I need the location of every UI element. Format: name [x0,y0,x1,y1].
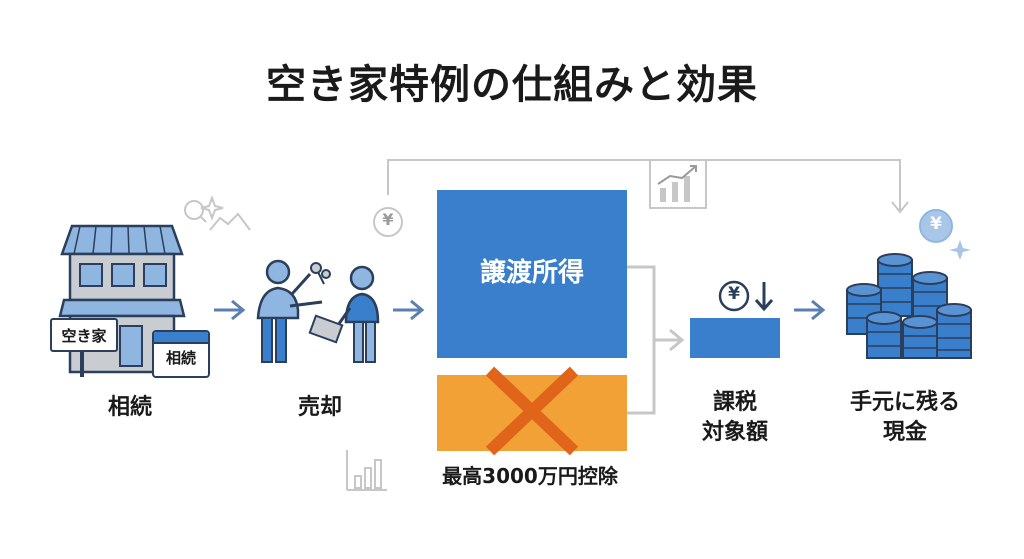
cash-label-line1: 手元に残る [849,390,960,415]
arrow-right-icon [794,299,826,321]
coin-stack-back [877,253,913,317]
calendar-icon: 相続 [152,330,210,378]
vacant-house-sign: 空き家 [50,318,118,352]
calendar-text: 相続 [165,349,196,367]
taxable-label-line1: 課税 [712,390,757,415]
transfer-income-box: 譲渡所得 [437,190,627,358]
growth-chart-icon [649,159,707,209]
yen-decrease-icon [718,280,774,312]
sign-post [80,351,84,377]
arrow-right-icon [393,299,425,321]
taxable-amount-label: 課税 対象額 [690,388,780,448]
key-handover-people-icon [256,259,380,363]
cash-label-line2: 現金 [882,420,927,445]
transfer-income-label: 譲渡所得 [479,257,584,288]
cash-label: 手元に残る 現金 [830,388,980,448]
yen-decrease-symbol: ¥ [728,284,740,304]
deduction-label: 最高3000万円控除 [442,464,618,488]
bar-chart-icon [346,450,387,491]
taxable-label-line2: 対象額 [701,420,768,445]
step-sell-label: 売却 [297,395,342,420]
floating-coin-symbol: ¥ [930,214,942,234]
arrow-right-icon [214,299,246,321]
yen-coin-symbol: ¥ [382,210,394,229]
magnifier-sparkle-icon [184,195,251,231]
yen-coin-icon [373,207,403,237]
taxable-amount-bar [690,318,780,358]
step-inherit-label: 相続 [107,395,152,420]
coin-stacks-icon [846,209,972,359]
cross-mark-icon [485,366,579,456]
vacant-house-sign-text: 空き家 [61,326,107,345]
page-title: 空き家特例の仕組みと効果 [266,62,758,108]
